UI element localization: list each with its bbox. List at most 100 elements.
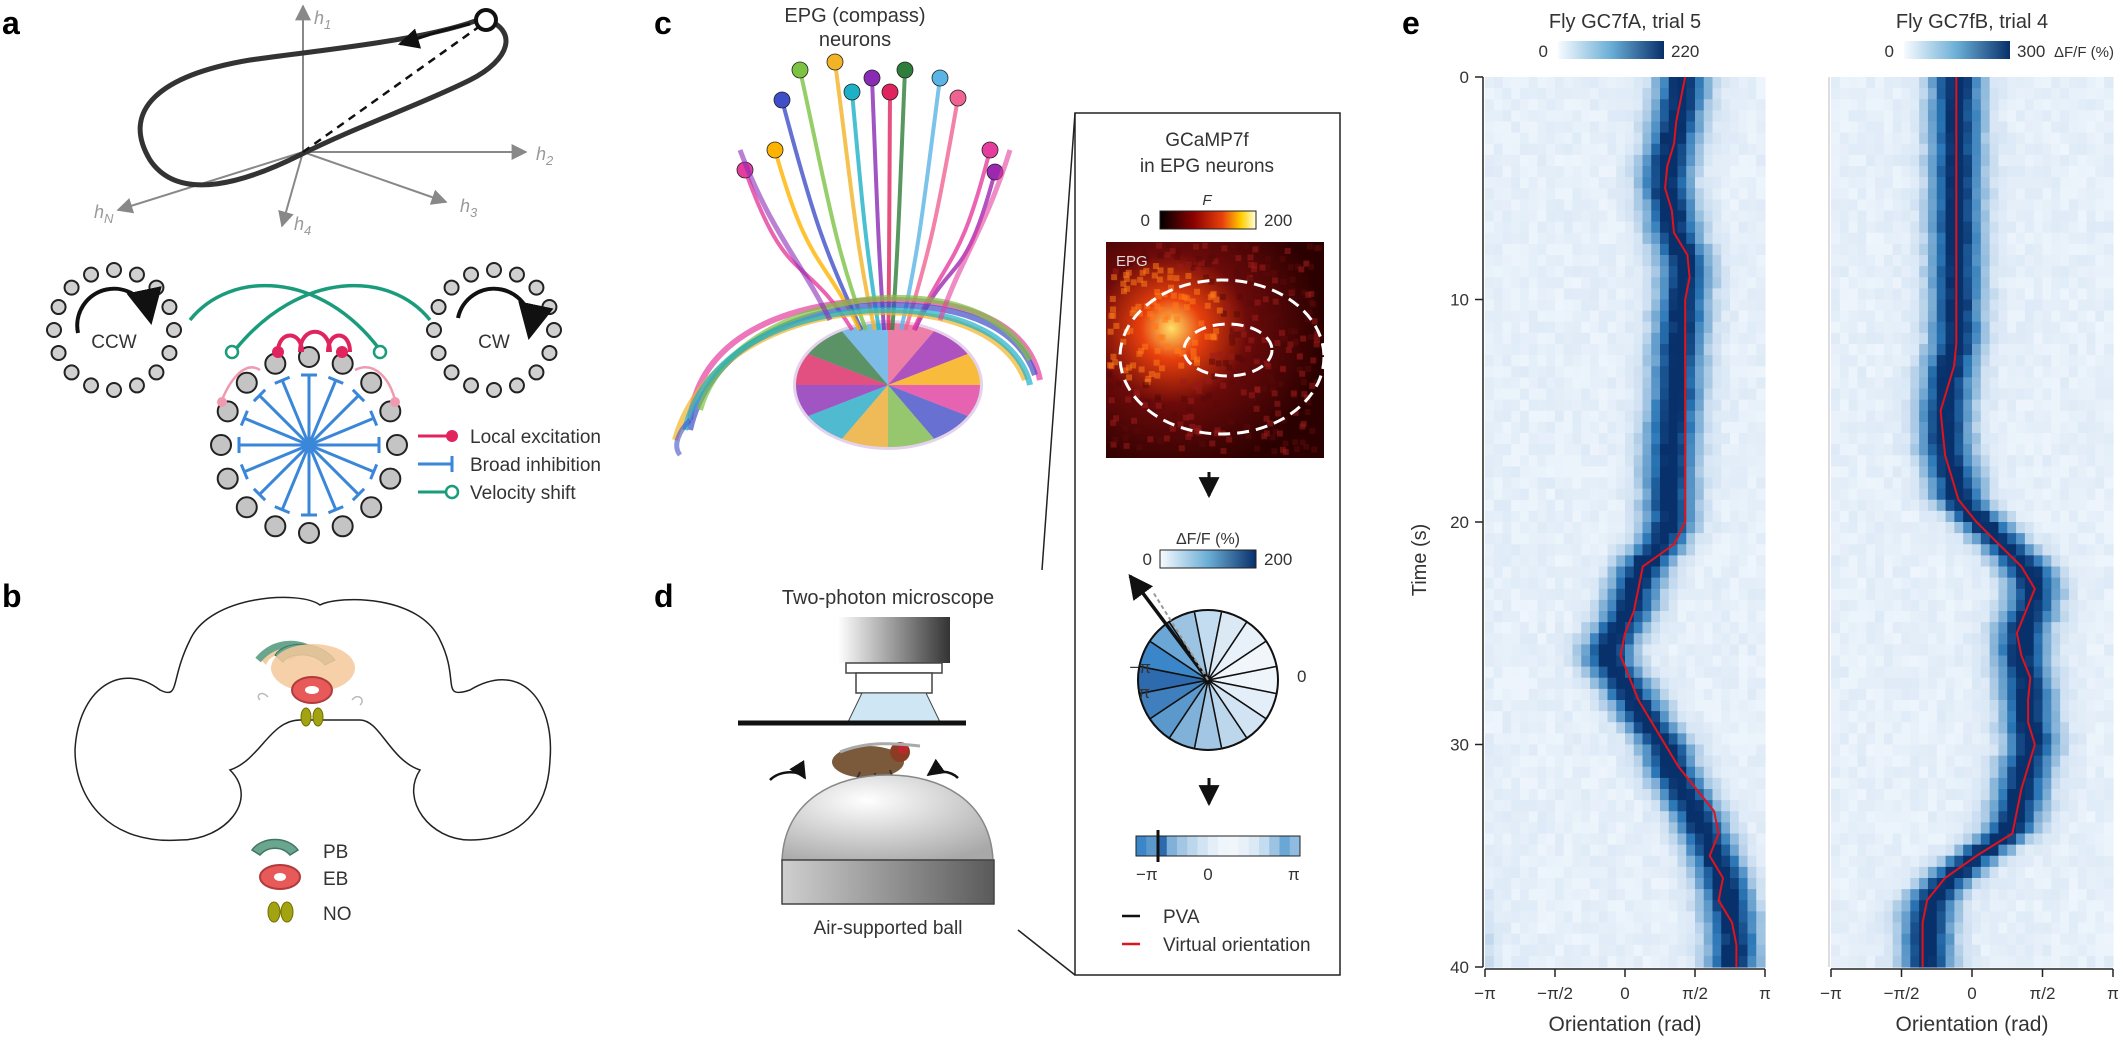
heatmap-cell — [2068, 611, 2079, 623]
image-pixel — [1196, 381, 1203, 388]
heatmap-cell — [1590, 154, 1600, 167]
heatmap-cell — [1875, 611, 1885, 623]
heatmap-cell — [2016, 510, 2026, 523]
heatmap-cell — [1616, 688, 1626, 701]
heatmap-cell — [1972, 544, 1982, 556]
image-pixel — [1156, 242, 1163, 249]
panel-c: c EPG (compass) neurons GCaMP7f in EPG n… — [654, 5, 1341, 976]
heatmap-cell — [1520, 922, 1530, 935]
heatmap-cell — [1563, 744, 1574, 757]
heatmap-cell — [1998, 299, 2008, 312]
heatmap-cell — [1502, 822, 1512, 835]
heatmap-cell — [1563, 488, 1574, 501]
image-pixel — [1163, 343, 1170, 350]
heatmap-cell — [2033, 599, 2044, 612]
heatmap-cell — [2024, 77, 2035, 89]
heatmap-cell — [1572, 421, 1582, 434]
image-pixel — [1164, 251, 1171, 258]
heatmap-cell — [1945, 210, 1955, 223]
heatmap-cell — [1616, 588, 1626, 601]
heatmap-cell — [2104, 499, 2114, 512]
heatmap-cell — [2024, 611, 2035, 623]
heatmap-cell — [1677, 388, 1687, 401]
heatmap-cell — [1998, 99, 2008, 111]
heatmap-cell — [1839, 321, 1850, 334]
heatmap-cell — [1738, 399, 1749, 412]
image-pixel — [1112, 268, 1119, 275]
image-pixel — [1125, 242, 1132, 249]
heatmap-cell — [1677, 900, 1687, 912]
heatmap-cell — [2068, 255, 2079, 267]
heatmap-cell — [2033, 666, 2044, 679]
heatmap-cell — [1520, 188, 1530, 200]
heatmap-cell — [1848, 566, 1859, 579]
heatmap-cell — [2086, 199, 2096, 212]
cw-ring-neuron — [528, 279, 545, 296]
heatmap-cell — [1625, 388, 1635, 401]
heatmap-cell — [1857, 199, 1867, 212]
heatmap-cell — [2068, 243, 2079, 256]
heatmap-cell — [1572, 288, 1582, 301]
image-pixel — [1164, 313, 1171, 320]
heatmap-cell — [1563, 922, 1574, 935]
heatmap-cell — [1668, 399, 1679, 412]
heatmap-cell — [2051, 544, 2061, 556]
heatmap-cell — [1563, 243, 1574, 256]
heatmap-cell — [1919, 266, 1929, 278]
heatmap-cell — [1581, 388, 1591, 401]
heatmap-cell — [1668, 421, 1679, 434]
heatmap-cell — [1546, 889, 1556, 901]
x-tick-label: π — [1759, 984, 1771, 1003]
heatmap-cell — [1616, 166, 1626, 178]
heatmap-cell — [1485, 666, 1495, 679]
heatmap-cell — [2077, 121, 2088, 134]
heatmap-cell — [1537, 588, 1547, 601]
heatmap-cell — [1901, 421, 1911, 434]
heatmap-cell — [1677, 800, 1687, 812]
heatmap-cell — [1910, 221, 1920, 234]
heatmap-cell — [1660, 421, 1670, 434]
heatmap-cell — [1954, 232, 1964, 245]
heatmap-cell — [1590, 166, 1600, 178]
bump-wedge-ring — [1128, 574, 1279, 751]
heatmap-cell — [1633, 555, 1644, 568]
heatmap-cell — [1712, 210, 1722, 223]
heatmap-cell — [1963, 377, 1973, 390]
y-tick-label: 30 — [1450, 736, 1469, 755]
heatmap-cell — [1703, 366, 1714, 378]
ring-zero-label: 0 — [1297, 667, 1306, 686]
heatmap-cell — [1695, 911, 1705, 924]
heatmap-cell — [1875, 88, 1885, 100]
heatmap-cell — [2077, 410, 2088, 423]
image-pixel — [1190, 264, 1197, 271]
y-tick-label: 40 — [1450, 958, 1469, 977]
heatmap-cell — [1875, 677, 1885, 690]
heatmap-cell — [1493, 733, 1504, 746]
heatmap-cell — [2060, 344, 2070, 356]
image-pixel — [1122, 425, 1129, 432]
heatmap-cell — [1848, 533, 1859, 545]
image-pixel — [1254, 299, 1261, 306]
heatmap-cell — [2024, 310, 2035, 323]
heatmap-cell — [1857, 622, 1867, 634]
heatmap-cell — [1581, 688, 1591, 701]
heatmap-cell — [1651, 188, 1661, 200]
heatmap-cell — [1919, 644, 1929, 657]
heatmap-cell — [1998, 377, 2008, 390]
heatmap-cell — [2095, 166, 2105, 178]
heatmap-cell — [1972, 344, 1982, 356]
heatmap-cell — [1520, 544, 1530, 556]
heatmap-cell — [1703, 611, 1714, 623]
heatmap-cell — [1572, 933, 1582, 946]
heatmap-cell — [1493, 232, 1504, 245]
heatmap-cell — [2095, 577, 2105, 590]
heatmap-cell — [2095, 299, 2105, 312]
heatmap-cell — [1485, 433, 1495, 445]
heatmap-cell — [1703, 766, 1714, 779]
heatmap-cell — [1590, 577, 1600, 590]
heatmap-cell — [1537, 266, 1547, 278]
heatmap-cell — [1563, 77, 1574, 89]
heatmap-cell — [1963, 399, 1973, 412]
heatmap-cell — [1963, 99, 1973, 111]
heatmap-cell — [1848, 633, 1859, 645]
